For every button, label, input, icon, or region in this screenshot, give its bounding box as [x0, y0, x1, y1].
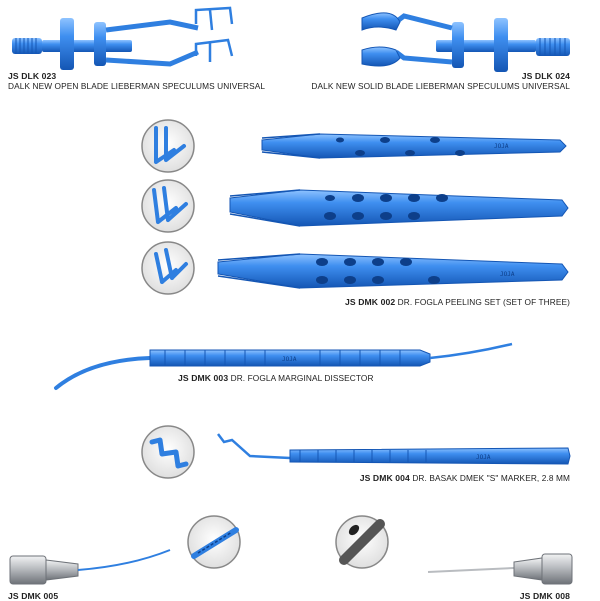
- product-code: JS DMK 008: [519, 591, 570, 601]
- product-code: JS DLK 024: [521, 71, 570, 81]
- caption-js-dmk-005: JS DMK 005: [8, 591, 58, 601]
- engraving-text: JOJA: [494, 143, 509, 150]
- cannula-tip-detail-icon: [335, 515, 389, 569]
- product-name: DR. FOGLA PEELING SET (SET OF THREE): [397, 297, 570, 307]
- product-name: DALK NEW SOLID BLADE LIEBERMAN SPECULUMS…: [311, 81, 570, 91]
- svg-text:JOJA: JOJA: [500, 271, 515, 278]
- svg-text:JOJA: JOJA: [282, 356, 297, 363]
- svg-text:JOJA: JOJA: [476, 454, 491, 461]
- forceps-1: JOJA: [261, 133, 567, 159]
- caption-js-dlk-023: JS DLK 023 DALK NEW OPEN BLADE LIEBERMAN…: [8, 71, 265, 91]
- cannula-right: [427, 553, 573, 585]
- cannula-left: [9, 549, 171, 585]
- product-name: DR. FOGLA MARGINAL DISSECTOR: [230, 373, 374, 383]
- caption-js-dmk-008: JS DMK 008: [520, 591, 570, 601]
- product-name: DR. BASAK DMEK "S" MARKER, 2.8 MM: [412, 473, 570, 483]
- forceps-2: [229, 189, 569, 227]
- dissector-icon: JOJA: [54, 342, 513, 390]
- product-code: JS DMK 002: [345, 297, 396, 307]
- forceps-tip-detail-icon: [141, 119, 195, 295]
- cannula-tip-detail-icon: [187, 515, 241, 569]
- product-name: DALK NEW OPEN BLADE LIEBERMAN SPECULUMS …: [8, 81, 266, 91]
- speculum-open-blade-icon: [12, 6, 234, 70]
- caption-js-dlk-024: JS DLK 024 DALK NEW SOLID BLADE LIEBERMA…: [311, 71, 570, 91]
- product-code: JS DMK 003: [178, 373, 229, 383]
- caption-js-dmk-002: JS DMK 002 DR. FOGLA PEELING SET (SET OF…: [345, 297, 570, 307]
- speculum-solid-blade-icon: [361, 12, 570, 72]
- caption-js-dmk-004: JS DMK 004 DR. BASAK DMEK "S" MARKER, 2.…: [360, 473, 570, 483]
- s-marker-tip-detail-icon: [141, 425, 195, 479]
- product-code: JS DMK 005: [8, 591, 59, 601]
- product-code: JS DLK 023: [8, 71, 57, 81]
- forceps-3: JOJA: [217, 253, 569, 289]
- s-marker: JOJA: [217, 433, 571, 465]
- caption-js-dmk-003: JS DMK 003 DR. FOGLA MARGINAL DISSECTOR: [178, 373, 374, 383]
- product-code: JS DMK 004: [359, 473, 410, 483]
